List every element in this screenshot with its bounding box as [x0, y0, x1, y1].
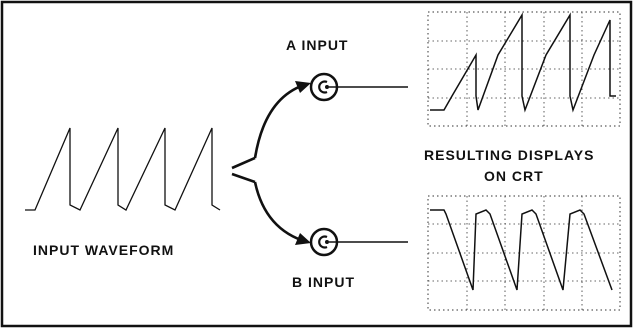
- arrowhead-a: [295, 81, 311, 93]
- resulting-displays-label-line2: ON CRT: [484, 168, 544, 184]
- crt-display-b-graticule: [427, 195, 621, 311]
- crt-display-b-trace: [430, 209, 613, 291]
- input-waveform-label: INPUT WAVEFORM: [33, 242, 174, 258]
- a-input-connector: [309, 72, 408, 102]
- arrowhead-b: [295, 233, 311, 245]
- resulting-displays-label-line1: RESULTING DISPLAYS: [424, 147, 594, 163]
- input-waveform-sawtooth: [25, 127, 221, 211]
- b-input-label: B INPUT: [292, 274, 355, 290]
- arrowheads: [295, 81, 311, 245]
- a-input-label: A INPUT: [286, 37, 348, 53]
- crt-display-a: [427, 11, 621, 127]
- crt-display-a-trace: [430, 12, 616, 113]
- b-input-connector: [309, 227, 408, 257]
- crt-display-a-graticule: [427, 11, 621, 127]
- crt-display-b: [427, 195, 621, 311]
- split-fork: [231, 82, 308, 244]
